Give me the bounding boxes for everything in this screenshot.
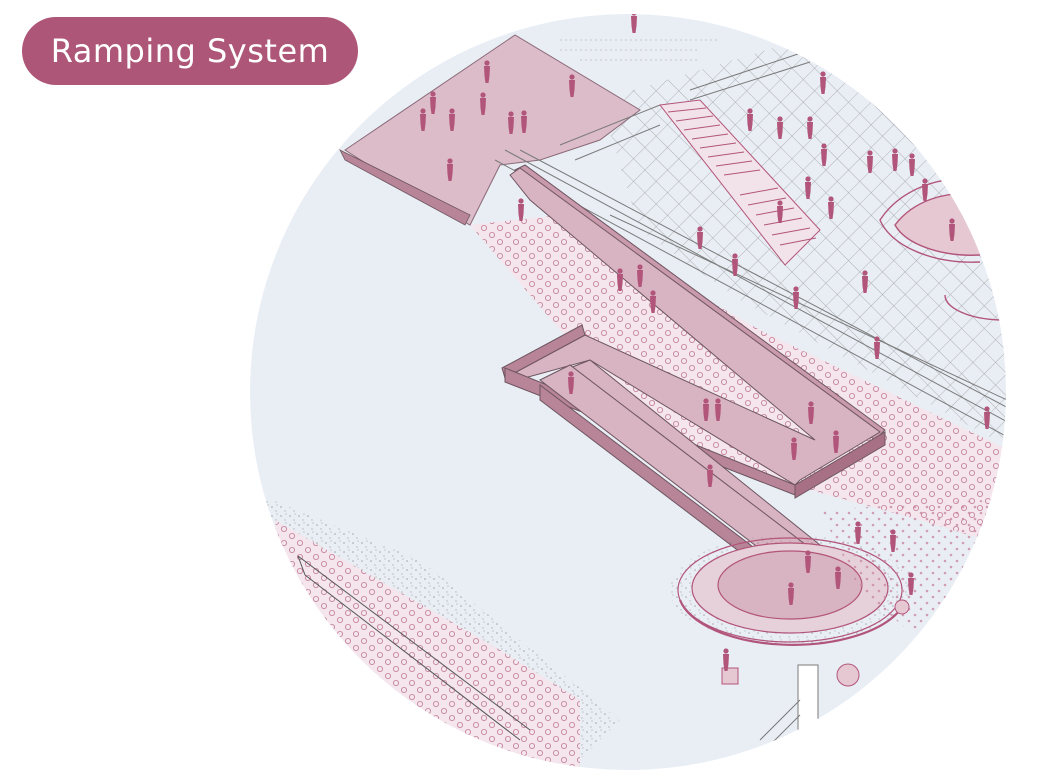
person-figure bbox=[637, 264, 643, 287]
person-figure bbox=[508, 111, 514, 134]
staircase bbox=[659, 99, 821, 266]
person-figure bbox=[805, 550, 811, 573]
person-figure bbox=[984, 406, 990, 429]
person-figure bbox=[909, 153, 915, 176]
person-figure bbox=[447, 158, 453, 181]
person-figure bbox=[833, 430, 839, 453]
person-figure bbox=[821, 143, 827, 166]
people-figures bbox=[420, 14, 990, 671]
person-figure bbox=[874, 336, 880, 359]
top-dotted-lines bbox=[560, 39, 720, 61]
person-figure bbox=[791, 437, 797, 460]
person-figure bbox=[747, 108, 753, 131]
person-figure bbox=[949, 218, 955, 241]
person-figure bbox=[835, 566, 841, 589]
person-figure bbox=[807, 116, 813, 139]
person-figure bbox=[617, 268, 623, 291]
person-figure bbox=[707, 464, 713, 487]
promenade-lines bbox=[494, 49, 1006, 461]
person-figure bbox=[862, 270, 868, 293]
amphitheater bbox=[879, 178, 1001, 321]
person-figure bbox=[867, 150, 873, 173]
person-figure bbox=[793, 286, 799, 309]
person-figure bbox=[892, 148, 898, 171]
person-figure bbox=[568, 371, 574, 394]
person-figure bbox=[805, 176, 811, 199]
person-figure bbox=[855, 521, 861, 544]
person-figure bbox=[788, 582, 794, 605]
person-figure bbox=[484, 60, 490, 83]
person-figure bbox=[518, 198, 524, 221]
person-figure bbox=[820, 71, 826, 94]
person-figure bbox=[922, 178, 928, 201]
person-figure bbox=[890, 529, 896, 552]
person-figure bbox=[777, 116, 783, 139]
person-figure bbox=[732, 253, 738, 276]
diagram-title: Ramping System bbox=[50, 32, 330, 70]
title-badge: Ramping System bbox=[22, 17, 358, 85]
person-figure bbox=[480, 92, 486, 115]
person-figure bbox=[908, 572, 914, 595]
person-figure bbox=[569, 74, 575, 97]
person-figure bbox=[420, 108, 426, 131]
person-figure bbox=[631, 14, 637, 33]
person-figure bbox=[449, 108, 455, 131]
person-figure bbox=[715, 398, 721, 421]
person-figure bbox=[808, 401, 814, 424]
person-figure bbox=[703, 398, 709, 421]
person-figure bbox=[777, 200, 783, 223]
person-figure bbox=[430, 91, 436, 114]
person-figure bbox=[521, 110, 527, 133]
person-figure bbox=[697, 226, 703, 249]
zigzag-ramp bbox=[501, 164, 886, 592]
person-figure bbox=[723, 648, 729, 671]
person-figure bbox=[650, 290, 656, 313]
person-figure bbox=[828, 196, 834, 219]
